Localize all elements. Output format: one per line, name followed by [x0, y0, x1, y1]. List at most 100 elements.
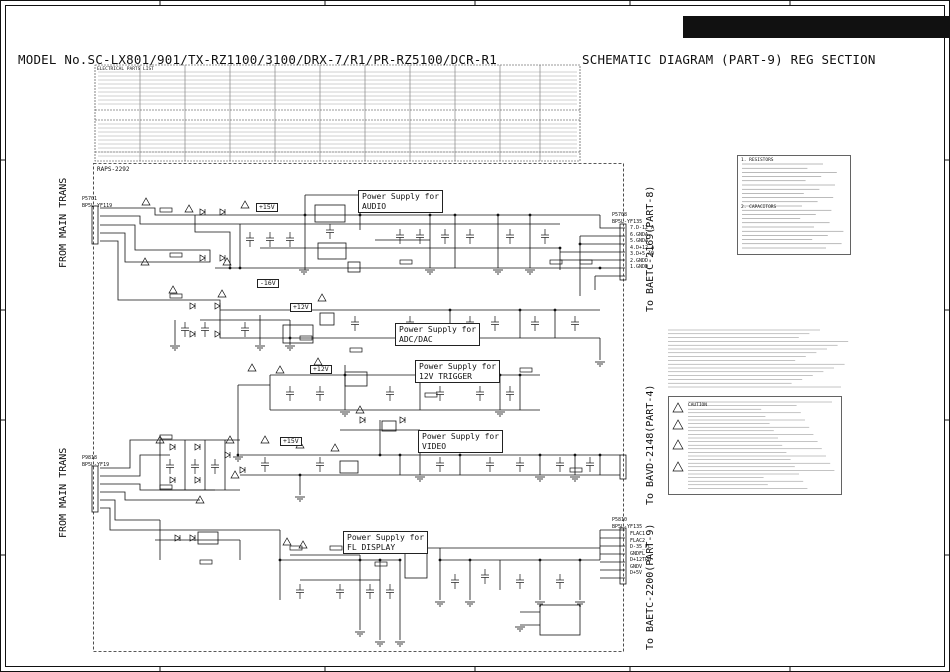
notes-resistors-heading: 1. RESISTORS [741, 158, 774, 163]
diode [174, 534, 181, 542]
voltage-tag-m16: -16V [257, 279, 279, 288]
safety-triangle [230, 470, 240, 479]
connector-p5810-label: P5810 BP5L-YF135 [612, 517, 643, 530]
junction-dot [578, 558, 582, 562]
junction-dot [398, 558, 402, 562]
junction-dot [238, 266, 242, 270]
parts-table-header: ELECTRICAL PARTS LIST [97, 67, 154, 72]
junction-dot [288, 336, 292, 340]
junction-dot [278, 558, 282, 562]
connector-p9818-label: P9818 BP5L-YF19 [82, 455, 110, 468]
junction-dot [298, 473, 302, 477]
junction-dot [438, 558, 442, 562]
model-title: MODEL No.SC-LX801/901/TX-RZ1100/3100/DRX… [18, 52, 497, 67]
resistor [299, 335, 313, 341]
junction-dot [538, 453, 542, 457]
notes-capacitors-heading: 2. CAPACITORS [741, 205, 777, 210]
resistor [329, 545, 343, 551]
power-supply-fl-label: Power Supply for FL DISPLAY [343, 531, 429, 554]
from-main-trans-bottom-label: FROM MAIN TRANS [58, 447, 69, 538]
junction-dot [496, 213, 500, 217]
connector-p5708-pins: 7.D-12_A 6.GNDA 5.GNDA 4.D+12_A 3.D+5_AD… [630, 225, 655, 270]
to-bavd-2148-label: To BAVD-2148(PART-4) [645, 384, 656, 505]
safety-triangle [275, 365, 285, 374]
resistor [549, 259, 563, 265]
diode [214, 330, 221, 338]
junction-dot [553, 308, 557, 312]
diode [194, 443, 201, 451]
junction-dot [236, 453, 240, 457]
junction-dot [453, 213, 457, 217]
diode [199, 208, 206, 216]
safety-triangle [282, 537, 292, 546]
resistor [374, 561, 388, 567]
safety-triangle [317, 293, 327, 302]
resistor [349, 347, 363, 353]
safety-triangle [240, 200, 250, 209]
junction-dot [558, 246, 562, 250]
resistor [159, 207, 173, 213]
power-supply-adc-dac-label: Power Supply for ADC/DAC [395, 323, 481, 346]
header-black-bar [683, 16, 950, 38]
junction-dot [458, 453, 462, 457]
diode [189, 534, 196, 542]
diagram-title: SCHEMATIC DIAGRAM (PART-9) REG SECTION [582, 52, 876, 67]
safety-triangle [222, 257, 232, 266]
diode [399, 416, 406, 424]
voltage-tag-p15: +15V [256, 203, 278, 212]
junction-dot [398, 453, 402, 457]
junction-dot [598, 453, 602, 457]
resistor [169, 252, 183, 258]
junction-dot [378, 453, 382, 457]
board-label: RAPS-2292 [97, 166, 130, 173]
junction-dot [228, 266, 232, 270]
safety-triangle [355, 405, 365, 414]
safety-triangle [168, 285, 178, 294]
safety-triangle [313, 357, 323, 366]
diode [194, 476, 201, 484]
diode [224, 451, 231, 459]
voltage-tag-p12b: +12V [310, 365, 332, 374]
connector-p5708-label: P5708 BP5L-YF135 [612, 212, 643, 225]
safety-triangle [155, 435, 165, 444]
resistor [569, 467, 583, 473]
connector-p5810-pins: FLAC1 FLAC2 D-35_FL GNDFL D+12TRG GNDV D… [630, 531, 652, 576]
resistor [424, 392, 438, 398]
diode [219, 254, 226, 262]
resistor [159, 434, 173, 440]
junction-dot [378, 558, 382, 562]
resistor [519, 367, 533, 373]
caution-heading: CAUTION [688, 403, 707, 408]
power-supply-audio-label: Power Supply for AUDIO [358, 190, 444, 213]
safety-triangle [141, 197, 151, 206]
safety-triangle [140, 257, 150, 266]
diode [189, 302, 196, 310]
diode [359, 416, 366, 424]
junction-dot [468, 558, 472, 562]
junction-dot [448, 308, 452, 312]
voltage-tag-p15b: +15V [280, 437, 302, 446]
diode [214, 302, 221, 310]
junction-dot [358, 213, 362, 217]
safety-triangle [195, 495, 205, 504]
diode [199, 254, 206, 262]
resistor [169, 293, 183, 299]
resistor [199, 559, 213, 565]
junction-dot [518, 373, 522, 377]
diode [239, 466, 246, 474]
junction-dot [528, 213, 532, 217]
junction-dot [518, 308, 522, 312]
diode [169, 476, 176, 484]
power-supply-trigger-label: Power Supply for 12V TRIGGER [415, 360, 501, 383]
connector-p5701-label: P5701 BP5L-YF119 [82, 196, 113, 209]
safety-triangle [184, 204, 194, 213]
safety-triangle [217, 289, 227, 298]
junction-dot [428, 213, 432, 217]
junction-dot [598, 266, 602, 270]
junction-dot [358, 558, 362, 562]
diode [169, 443, 176, 451]
junction-dot [578, 242, 582, 246]
safety-triangle [330, 443, 340, 452]
